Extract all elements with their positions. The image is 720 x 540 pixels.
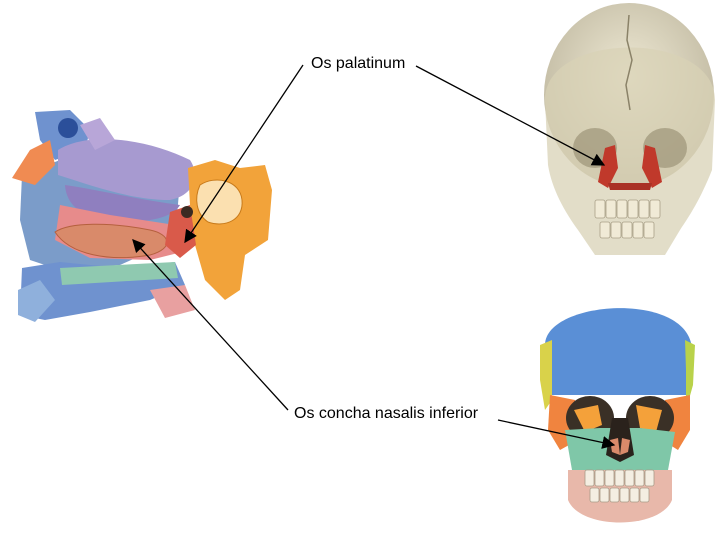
palatine-highlight-left [598, 145, 618, 188]
palatine-arrow-left [184, 64, 304, 244]
palatine-highlight-right [642, 145, 662, 188]
middle-concha [58, 139, 195, 200]
palatine-arrow-right [415, 65, 606, 166]
palatine-label: Os palatinum [311, 55, 406, 72]
concha-highlight-right [620, 438, 630, 455]
concha-arrow-left [132, 239, 289, 411]
palatine-in-sagittal [165, 205, 196, 258]
concha-label: Os concha nasalis inferior [294, 405, 479, 422]
skull-concha-image [540, 308, 695, 523]
frontal-bone [545, 308, 692, 395]
skull-palatine-image [544, 3, 715, 255]
sagittal-nasal-cavity-image [12, 110, 272, 322]
concha-arrow-right [497, 419, 616, 449]
sphenoid-bone [188, 160, 272, 300]
